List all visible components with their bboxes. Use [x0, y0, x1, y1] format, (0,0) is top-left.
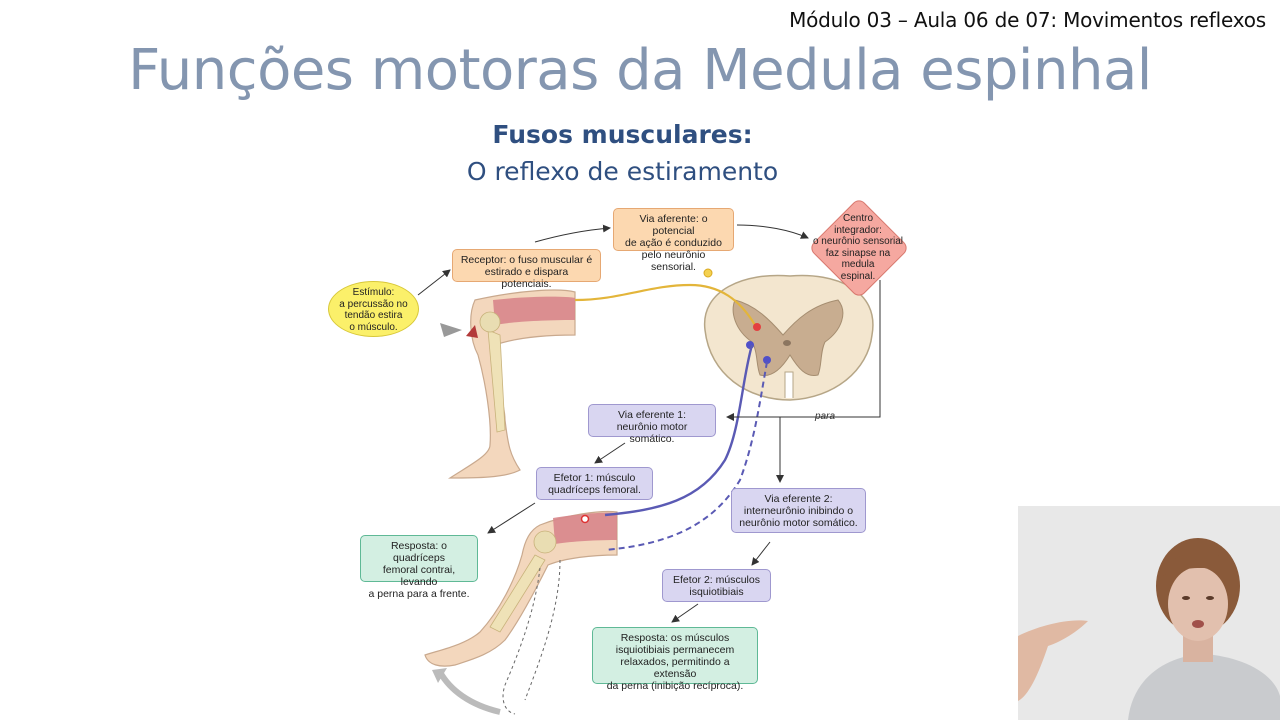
response1-line: femoral contrai, levando	[382, 564, 456, 588]
motor-neuron-path	[604, 344, 754, 517]
receptor-line: Receptor: o fuso muscular é	[460, 254, 593, 266]
stimulus-line: a percussão no	[339, 298, 408, 310]
efferent1-line: Via eferente 1:	[617, 409, 687, 421]
presenter-webcam	[1018, 506, 1280, 720]
effector1-line: Efetor 1: músculo	[553, 472, 636, 484]
response-1-box: Resposta: o quadríceps femoral contrai, …	[360, 535, 478, 600]
integrator-line: medula	[841, 259, 875, 270]
para-label: para	[815, 411, 836, 422]
integrator-line: integrador:	[834, 224, 882, 236]
effector2-line: isquiotibiais	[689, 586, 744, 598]
receptor-box: Receptor: o fuso muscular é estirado e d…	[452, 249, 601, 290]
efferent-pathway-2-box: Via eferente 2: interneurônio inibindo o…	[731, 488, 866, 533]
slide-title: Funções motoras da Medula espinhal	[128, 38, 1152, 103]
slide-subtitle: O reflexo de estiramento	[466, 157, 779, 186]
stimulus-line: tendão estira	[344, 310, 403, 321]
leg-before-illustration	[440, 289, 576, 479]
afferent-line: de ação é conduzido	[625, 237, 722, 249]
afferent-line: Via aferente: o potencial	[639, 213, 708, 237]
effector-marker	[580, 514, 590, 524]
synapse-marker	[753, 323, 761, 331]
effector-2-box: Efetor 2: músculos isquiotibiais	[662, 569, 771, 602]
inhibited-neuron-path	[604, 361, 768, 551]
efferent2-line: Via eferente 2:	[764, 493, 833, 505]
response1-line: Resposta: o quadríceps	[390, 540, 448, 564]
stimulus-line: o músculo.	[349, 321, 398, 333]
receptor-line: estirado e dispara potenciais.	[484, 266, 569, 290]
response2-line: relaxados, permitindo a extensão	[620, 656, 730, 680]
effector-1-box: Efetor 1: músculo quadríceps femoral.	[536, 467, 653, 500]
afferent-pathway-box: Via aferente: o potencial de ação é cond…	[613, 208, 734, 273]
slide-subtitle-bold: Fusos musculares:	[492, 120, 753, 149]
efferent2-line: interneurônio inibindo o	[743, 505, 854, 517]
integrator-line: o neurônio sensorial	[812, 236, 904, 247]
effector2-line: Efetor 2: músculos	[673, 574, 760, 586]
leg-after-illustration	[424, 510, 618, 715]
response2-line: Resposta: os músculos	[620, 632, 730, 644]
efferent2-line: neurônio motor somático.	[739, 517, 858, 529]
response-2-box: Resposta: os músculos isquiotibiais perm…	[592, 627, 758, 692]
sensory-ganglion	[703, 268, 713, 278]
integrating-center-diamond: Centro integrador: o neurônio sensorial …	[808, 197, 910, 299]
sensory-neuron-path	[574, 283, 756, 326]
response2-line: isquiotibiais permanecem	[615, 644, 735, 656]
module-lesson-label: Módulo 03 – Aula 06 de 07: Movimentos re…	[789, 8, 1266, 32]
integrator-line: faz sinapse na	[825, 247, 891, 259]
motor-neuron-body	[763, 356, 771, 364]
efferent1-line: neurônio motor somático.	[616, 421, 688, 445]
presenter-video-frame	[1018, 506, 1280, 720]
integrator-line: Centro	[842, 213, 873, 224]
effector1-line: quadríceps femoral.	[548, 484, 641, 496]
response1-line: a perna para a frente.	[368, 588, 470, 600]
stimulus-box: Estímulo: a percussão no tendão estira o…	[328, 281, 419, 337]
response2-line: da perna (inibição recíproca).	[606, 680, 744, 692]
stimulus-line: Estímulo:	[352, 287, 395, 298]
integrating-center-text: Centro integrador: o neurônio sensorial …	[808, 213, 908, 282]
efferent-pathway-1-box: Via eferente 1: neurônio motor somático.	[588, 404, 716, 445]
afferent-line: pelo neurônio sensorial.	[641, 249, 706, 273]
integrator-line: espinal.	[840, 270, 876, 282]
